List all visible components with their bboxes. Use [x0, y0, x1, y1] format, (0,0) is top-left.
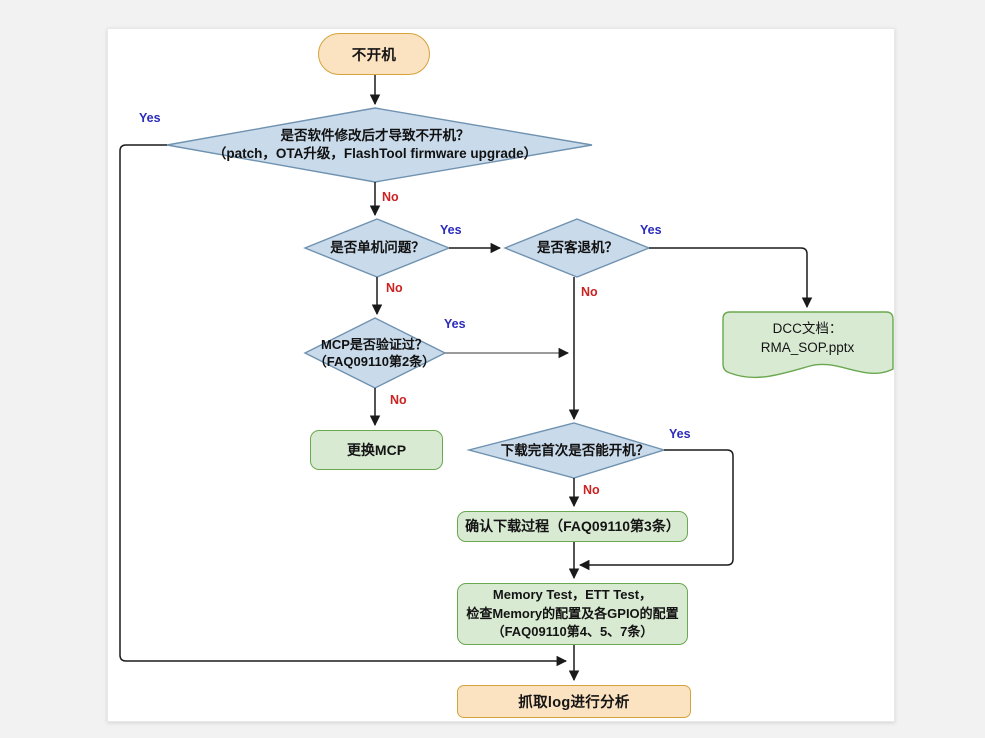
node-decision-customer-return[interactable]: 是否客退机？: [515, 235, 640, 261]
edge-label-first-boot-no: No: [583, 483, 600, 497]
edge-label-customer-return-no: No: [581, 285, 598, 299]
edge-label-single-unit-yes: Yes: [440, 223, 462, 237]
decision-single-unit-label: 是否单机问题？: [330, 240, 425, 256]
edge-label-customer-return-yes: Yes: [640, 223, 662, 237]
capture-log-label: 抓取log进行分析: [518, 695, 630, 711]
edge-label-mcp-no: No: [390, 393, 407, 407]
decision-software-line2: （patch，OTA升级，FlashTool firmware upgrade）: [212, 146, 538, 161]
dcc-document-line1: DCC文档：: [772, 321, 843, 337]
node-start-label: 不开机: [351, 47, 397, 64]
node-replace-mcp[interactable]: 更换MCP: [310, 430, 443, 470]
edge-label-software-yes: Yes: [139, 111, 161, 125]
node-confirm-download[interactable]: 确认下载过程（FAQ09110第3条）: [457, 511, 688, 542]
node-capture-log[interactable]: 抓取log进行分析: [457, 685, 691, 718]
memory-test-line3: （FAQ09110第4、5、7条）: [491, 624, 654, 640]
node-decision-single-unit[interactable]: 是否单机问题？: [305, 235, 450, 261]
decision-first-boot-label: 下载完首次是否能开机？: [500, 443, 650, 459]
edge-label-mcp-yes: Yes: [444, 317, 466, 331]
edge-label-single-unit-no: No: [386, 281, 403, 295]
memory-test-line1: Memory Test，ETT Test，: [492, 586, 653, 602]
node-decision-software[interactable]: 是否软件修改后才导致不开机？ （patch，OTA升级，FlashTool fi…: [210, 122, 540, 168]
node-dcc-document[interactable]: DCC文档： RMA_SOP.pptx: [722, 315, 893, 363]
confirm-download-label: 确认下载过程（FAQ09110第3条）: [465, 518, 680, 535]
decision-mcp-line2: （FAQ09110第2条）: [313, 354, 436, 369]
decision-customer-return-label: 是否客退机？: [537, 240, 618, 256]
node-decision-first-boot[interactable]: 下载完首次是否能开机？: [480, 438, 670, 464]
node-memory-test[interactable]: Memory Test，ETT Test， 检查Memory的配置及各GPIO的…: [457, 583, 688, 645]
decision-mcp-line1: MCP是否验证过？: [321, 336, 428, 352]
dcc-document-line2: RMA_SOP.pptx: [760, 340, 855, 355]
node-start[interactable]: 不开机: [318, 33, 430, 75]
node-decision-mcp-verified[interactable]: MCP是否验证过？ （FAQ09110第2条）: [307, 333, 442, 373]
replace-mcp-label: 更换MCP: [346, 441, 407, 458]
memory-test-line2: 检查Memory的配置及各GPIO的配置: [466, 605, 679, 621]
edge-label-software-no: No: [382, 190, 399, 204]
edge-label-first-boot-yes: Yes: [669, 427, 691, 441]
decision-software-line1: 是否软件修改后才导致不开机？: [280, 128, 470, 144]
